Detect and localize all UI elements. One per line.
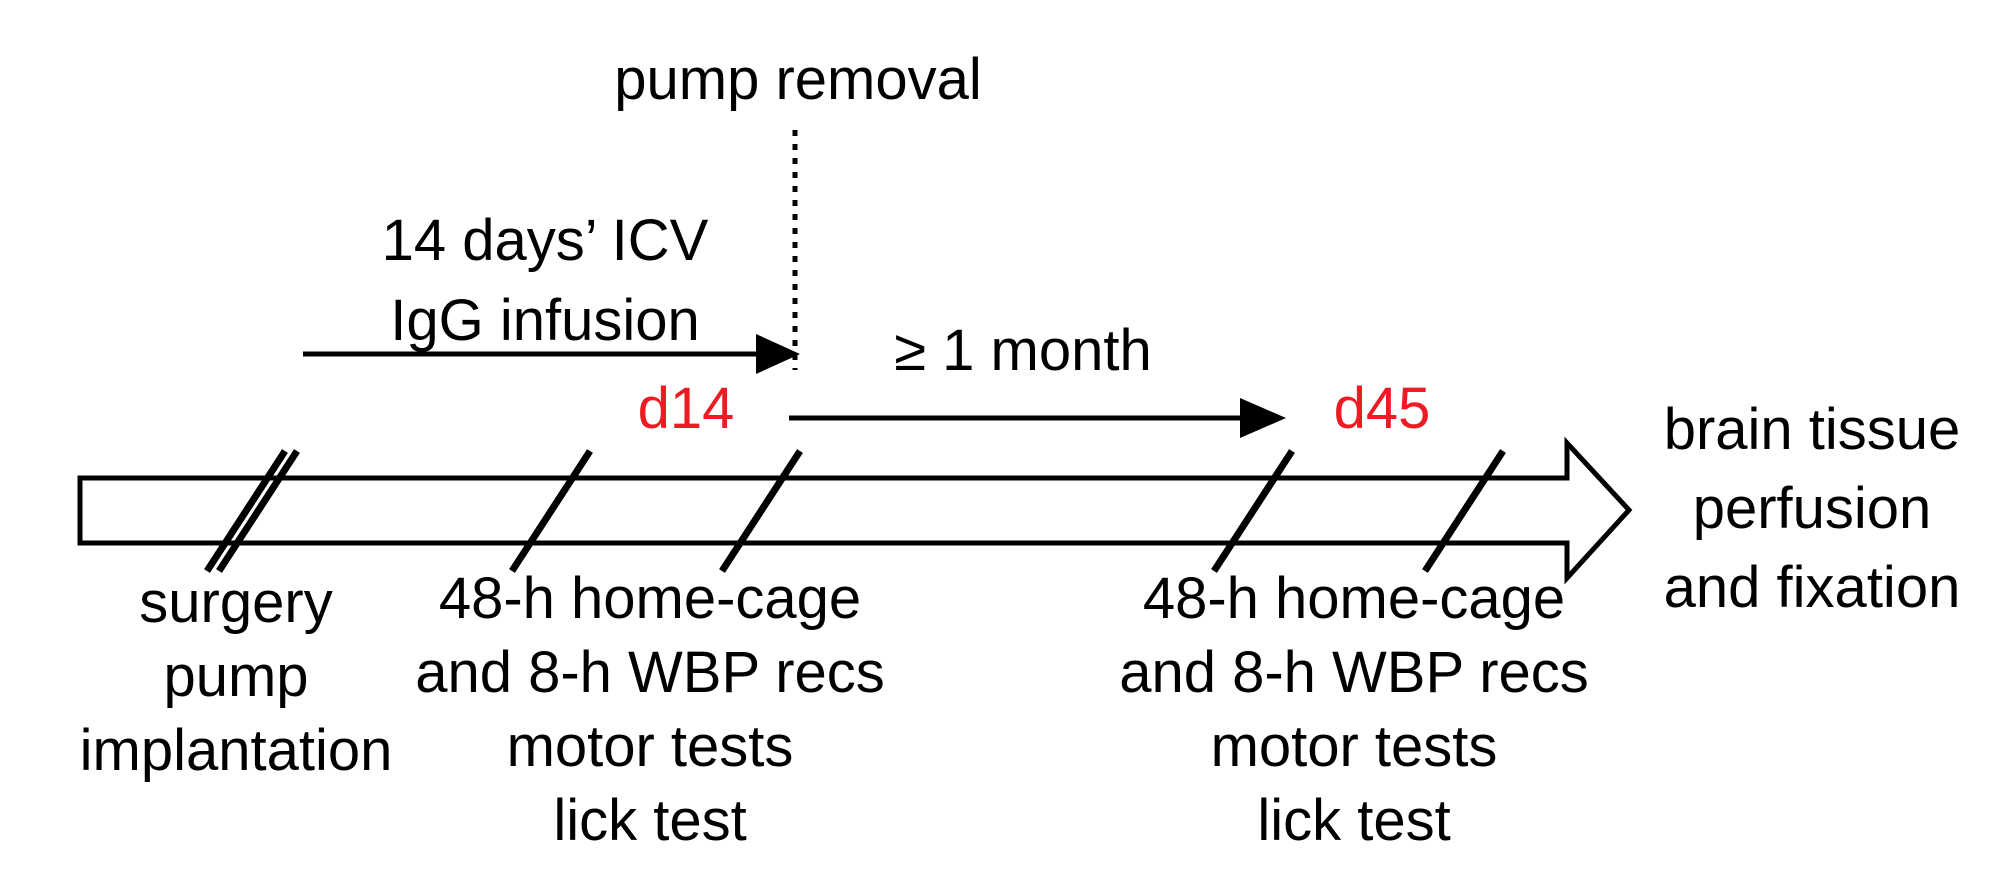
infusion-label: 14 days’ ICV IgG infusion — [382, 201, 709, 361]
day-45-label: d45 — [1333, 376, 1431, 441]
tests-left-line-4: lick test — [553, 788, 747, 853]
tests-left-line-1: 48-h home-cage — [438, 566, 862, 631]
infusion-label-line-1: 14 days’ ICV — [381, 208, 709, 273]
tests-block-left: 48-h home-cage and 8-h WBP recs motor te… — [415, 562, 885, 858]
axis-break-slash-1 — [204, 449, 288, 573]
surgery-line-1: surgery — [139, 570, 333, 635]
tests-right-line-2: and 8-h WBP recs — [1119, 640, 1589, 705]
tests-block-right: 48-h home-cage and 8-h WBP recs motor te… — [1119, 562, 1589, 858]
surgery-block-label: surgery pump implantation — [80, 566, 393, 788]
tick-slash-4 — [1422, 449, 1506, 573]
tests-right-line-4: lick test — [1257, 788, 1451, 853]
infusion-arrow-head — [756, 334, 800, 374]
timeline-bar-arrow — [77, 436, 1633, 585]
tick-slash-1 — [509, 449, 593, 573]
infusion-label-line-2: IgG infusion — [390, 288, 700, 353]
tests-right-line-3: motor tests — [1210, 714, 1498, 779]
day-14-label: d14 — [637, 376, 735, 441]
endpoint-line-3: and fixation — [1663, 555, 1961, 620]
tick-slash-2 — [719, 449, 803, 573]
tests-left-line-3: motor tests — [506, 714, 794, 779]
pump-removal-label: pump removal — [614, 47, 982, 112]
endpoint-line-1: brain tissue — [1663, 397, 1961, 462]
surgery-line-2: pump — [163, 644, 309, 709]
interval-arrow-head — [1240, 398, 1286, 438]
surgery-line-3: implantation — [79, 718, 393, 783]
endpoint-line-2: perfusion — [1692, 476, 1932, 541]
axis-break-slash-2 — [216, 449, 300, 573]
endpoint-label: brain tissue perfusion and fixation — [1664, 390, 1961, 627]
interval-label: ≥ 1 month — [894, 318, 1152, 383]
tests-right-line-1: 48-h home-cage — [1142, 566, 1566, 631]
tests-left-line-2: and 8-h WBP recs — [415, 640, 885, 705]
tick-slash-3 — [1211, 449, 1295, 573]
